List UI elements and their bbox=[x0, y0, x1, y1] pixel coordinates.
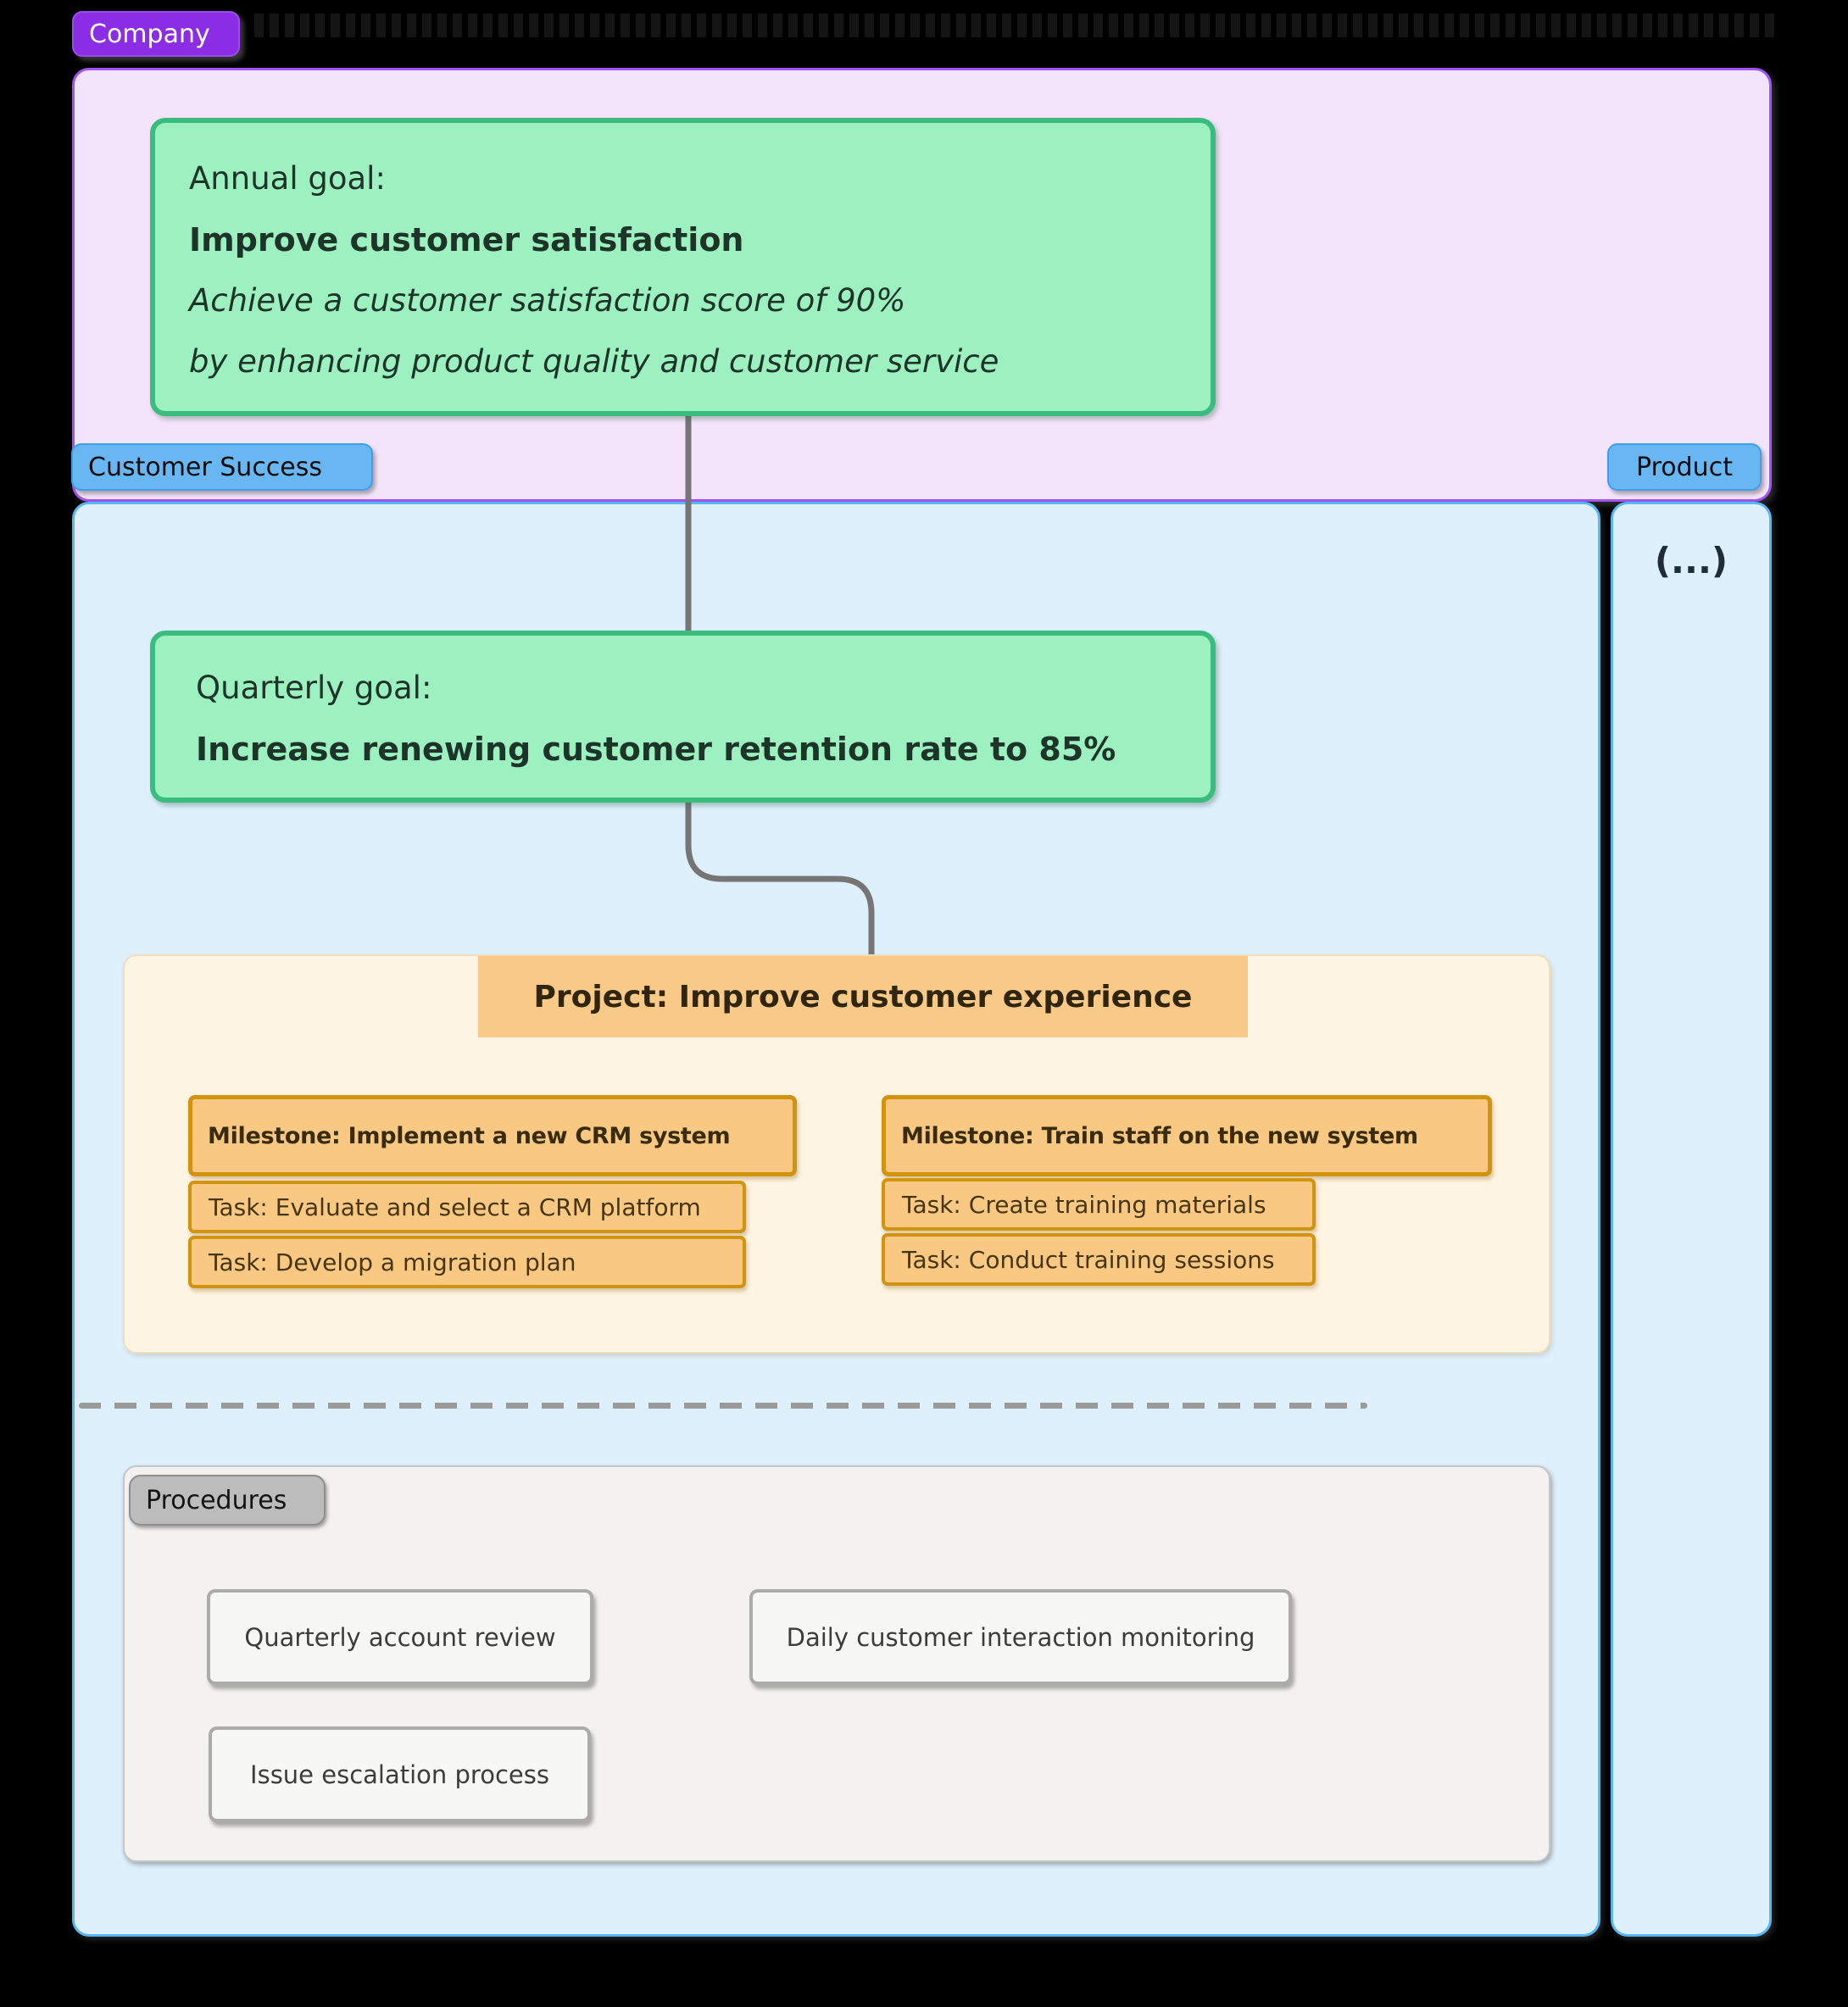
quarterly-goal-node: Quarterly goal: Increase renewing custom… bbox=[150, 631, 1216, 803]
annual-goal-description-line1: Achieve a customer satisfaction score of… bbox=[189, 282, 906, 319]
customer-success-label: Customer Success bbox=[88, 452, 323, 482]
project-title: Project: Improve customer experience bbox=[478, 956, 1248, 1037]
task-node: Task: Evaluate and select a CRM platform bbox=[188, 1181, 746, 1233]
annual-goal-heading: Annual goal: bbox=[189, 160, 386, 197]
company-label-badge: Company bbox=[72, 11, 240, 57]
task-node: Task: Create training materials bbox=[882, 1178, 1316, 1231]
quarterly-goal-title: Increase renewing customer retention rat… bbox=[196, 731, 1116, 768]
customer-success-label-badge: Customer Success bbox=[71, 443, 373, 491]
annual-goal-description-line2: by enhancing product quality and custome… bbox=[189, 343, 999, 380]
procedure-node: Quarterly account review bbox=[207, 1589, 593, 1685]
quarterly-goal-heading: Quarterly goal: bbox=[196, 670, 432, 706]
milestone-node: Milestone: Implement a new CRM system bbox=[188, 1095, 797, 1176]
product-label-badge: Product bbox=[1607, 443, 1762, 491]
annual-goal-title: Improve customer satisfaction bbox=[189, 221, 744, 259]
procedures-label: Procedures bbox=[146, 1485, 287, 1515]
task-node: Task: Develop a migration plan bbox=[188, 1236, 746, 1288]
task-node: Task: Conduct training sessions bbox=[882, 1233, 1316, 1286]
product-label: Product bbox=[1636, 452, 1733, 482]
company-group-top-dashed-border bbox=[254, 14, 1780, 37]
company-label: Company bbox=[89, 19, 210, 49]
milestone-node: Milestone: Train staff on the new system bbox=[882, 1095, 1492, 1176]
phase-divider-dashed-line bbox=[79, 1403, 1367, 1409]
product-group-container: (...) bbox=[1611, 502, 1772, 1937]
product-collapsed-indicator[interactable]: (...) bbox=[1654, 540, 1728, 581]
annual-goal-node: Annual goal: Improve customer satisfacti… bbox=[150, 118, 1216, 416]
procedure-node: Issue escalation process bbox=[209, 1726, 591, 1822]
procedure-node: Daily customer interaction monitoring bbox=[749, 1589, 1292, 1685]
procedures-label-badge: Procedures bbox=[129, 1475, 326, 1526]
